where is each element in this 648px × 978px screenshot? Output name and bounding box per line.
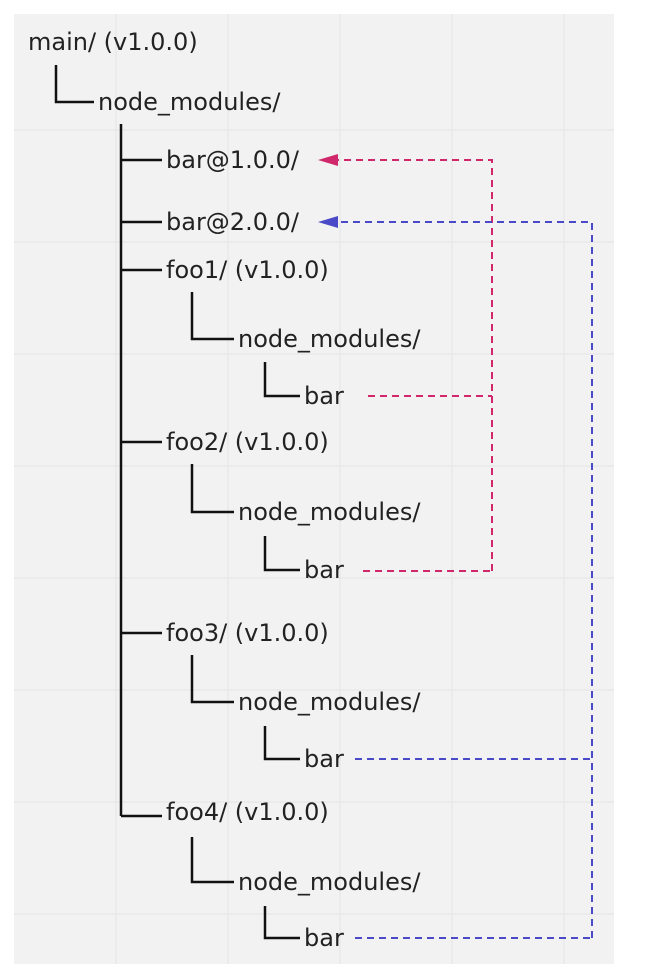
bar-v2-folder-label: bar@2.0.0/ xyxy=(166,208,299,236)
foo2-bar-label: bar xyxy=(304,556,344,584)
diagram-background xyxy=(14,14,614,964)
foo1-bar-connector xyxy=(263,362,300,398)
foo3-node-modules-label: node_modules/ xyxy=(238,688,421,716)
foo1-node-modules-connector xyxy=(190,292,234,341)
root-to-node-modules-connector xyxy=(54,65,94,104)
foo4-node-modules-connector xyxy=(190,837,234,884)
foo3-node-modules-connector xyxy=(190,655,234,704)
top-node-modules-label: node_modules/ xyxy=(98,88,281,116)
tree-connectors xyxy=(54,65,300,940)
foo4-node-modules-label: node_modules/ xyxy=(238,868,421,896)
foo2-node-modules-connector xyxy=(190,464,234,514)
foo4-label: foo4/ (v1.0.0) xyxy=(166,798,329,826)
foo3-bar-connector xyxy=(263,726,300,761)
background-grid xyxy=(14,14,614,964)
bar-v2-arrowhead xyxy=(318,216,338,228)
foo2-label: foo2/ (v1.0.0) xyxy=(166,428,329,456)
foo4-bar-label: bar xyxy=(304,924,344,952)
foo1-node-modules-label: node_modules/ xyxy=(238,325,421,353)
foo2-node-modules-label: node_modules/ xyxy=(238,498,421,526)
root-label: main/ (v1.0.0) xyxy=(28,28,198,56)
bar-v1-folder-label: bar@1.0.0/ xyxy=(166,146,299,174)
bar-v1-arrowhead xyxy=(318,154,338,166)
foo2-bar-connector xyxy=(263,536,300,572)
foo1-bar-label: bar xyxy=(304,382,344,410)
dependency-links xyxy=(318,154,593,939)
foo3-bar-label: bar xyxy=(304,745,344,773)
foo4-bar-connector xyxy=(263,906,300,940)
foo3-label: foo3/ (v1.0.0) xyxy=(166,619,329,647)
foo1-label: foo1/ (v1.0.0) xyxy=(166,256,329,284)
bar-v1-link-trunk xyxy=(336,159,493,571)
